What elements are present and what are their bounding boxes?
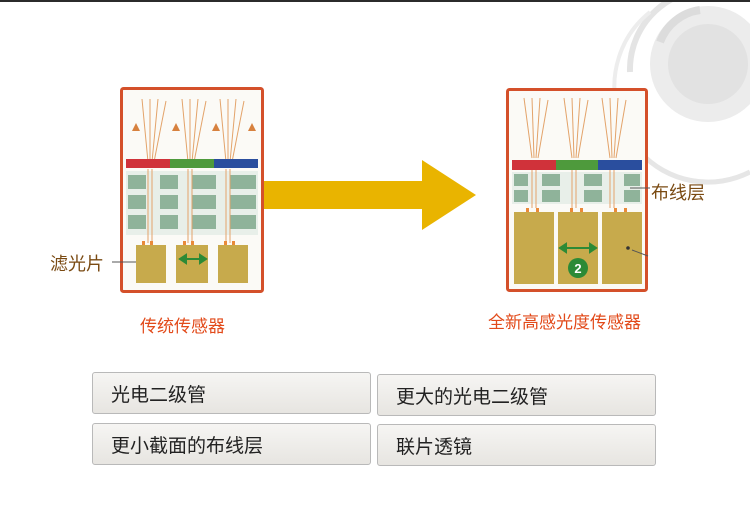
- option-on-chip-lens[interactable]: 联片透镜: [377, 424, 656, 466]
- marker-badge: [568, 258, 588, 278]
- option-photodiode[interactable]: 光电二级管: [92, 372, 371, 414]
- traditional-sensor-caption: 传统传感器: [140, 317, 225, 337]
- decorative-swirl: [612, 2, 750, 185]
- comparison-arrow: [264, 160, 476, 230]
- new-sensor-diagram: 2: [506, 88, 648, 292]
- traditional-sensor-diagram: [120, 87, 264, 293]
- option-larger-photodiode[interactable]: 更大的光电二级管: [377, 374, 656, 416]
- filter-label: 滤光片: [50, 254, 104, 275]
- option-smaller-wiring-layer[interactable]: 更小截面的布线层: [92, 423, 371, 465]
- new-sensor-caption: 全新高感光度传感器: [488, 313, 641, 333]
- marker-number: 2: [574, 261, 581, 276]
- wiring-layer-label: 布线层: [651, 183, 705, 204]
- top-rule: [0, 0, 750, 2]
